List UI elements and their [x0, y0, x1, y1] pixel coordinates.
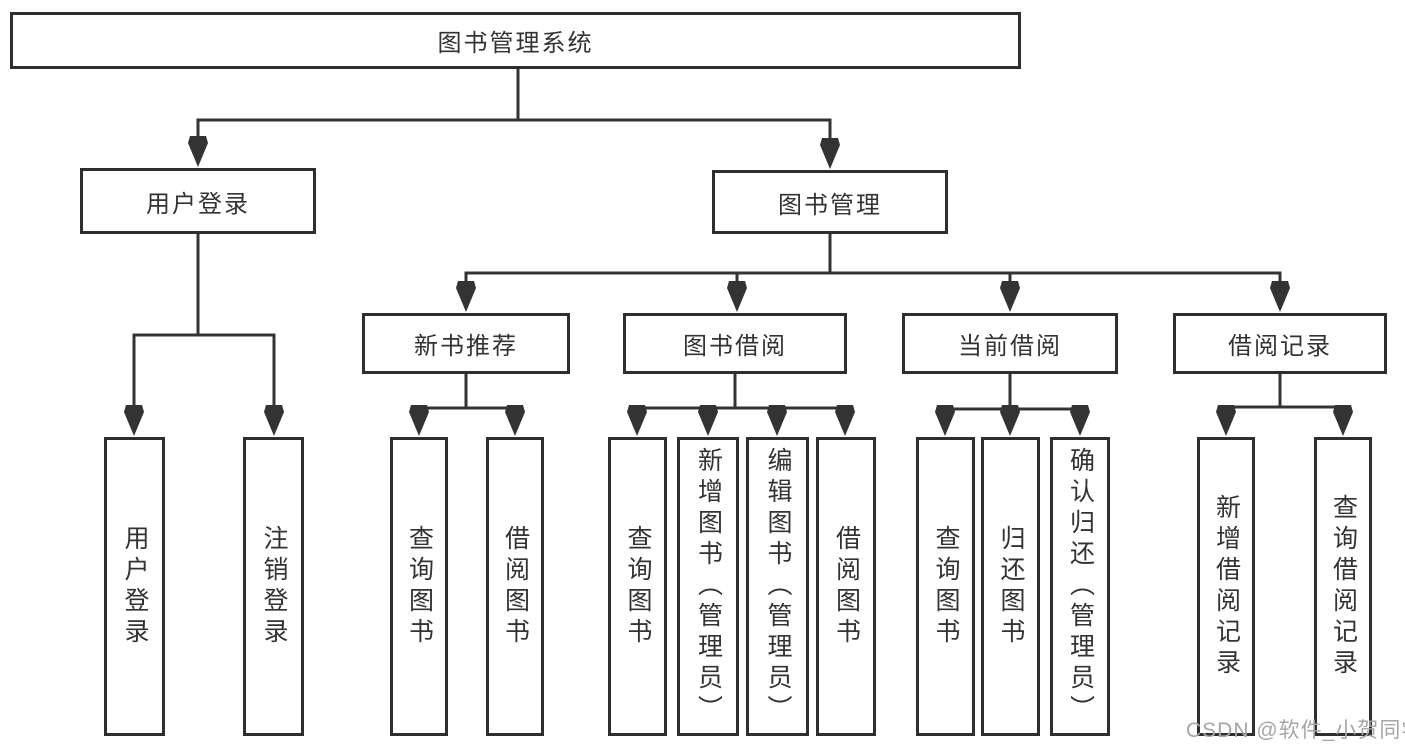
- node-library-system: 图书管理系统: [10, 12, 1021, 69]
- node-library-system-label: 图书管理系统: [437, 30, 594, 57]
- leaf-add-borrow-record: 新增借阅记录: [1197, 437, 1255, 736]
- node-current-borrowing-label: 当前借阅: [958, 333, 1062, 360]
- node-book-management: 图书管理: [712, 170, 948, 234]
- leaf-edit-books-admin: 编辑图书（管理员）: [746, 437, 809, 736]
- node-borrow-records-label: 借阅记录: [1228, 333, 1332, 360]
- leaf-logout-label: 注销登录: [260, 524, 288, 649]
- leaf-borrow-books-borrowing-label: 借阅图书: [832, 524, 861, 649]
- leaf-user-login: 用户登录: [104, 437, 165, 736]
- leaf-query-books-borrowing-label: 查询图书: [624, 524, 652, 649]
- leaf-return-books: 归还图书: [981, 437, 1040, 736]
- node-book-management-label: 图书管理: [778, 191, 882, 219]
- leaf-confirm-return-admin: 确认归还（管理员）: [1050, 437, 1110, 736]
- leaf-add-books-admin-label: 新增图书（管理员）: [694, 447, 723, 726]
- leaf-borrow-books-borrowing: 借阅图书: [816, 437, 876, 736]
- leaf-query-borrow-record: 查询借阅记录: [1314, 437, 1372, 736]
- leaf-return-books-label: 归还图书: [997, 524, 1025, 649]
- leaf-user-login-label: 用户登录: [121, 524, 149, 649]
- node-current-borrowing: 当前借阅: [902, 313, 1118, 374]
- node-book-borrowing-label: 图书借阅: [683, 333, 787, 360]
- leaf-edit-books-admin-label: 编辑图书（管理员）: [764, 447, 792, 726]
- node-borrow-records: 借阅记录: [1173, 313, 1387, 374]
- leaf-add-borrow-record-label: 新增借阅记录: [1212, 493, 1241, 680]
- node-user-login: 用户登录: [80, 168, 316, 234]
- csdn-watermark: CSDN @软件_小贺同学: [1186, 719, 1405, 742]
- leaf-borrow-books-recommend-label: 借阅图书: [501, 524, 530, 649]
- leaf-confirm-return-admin-label: 确认归还（管理员）: [1066, 447, 1095, 726]
- node-new-book-recommend: 新书推荐: [362, 313, 570, 374]
- leaf-query-borrow-record-label: 查询借阅记录: [1329, 493, 1358, 680]
- node-book-borrowing: 图书借阅: [623, 313, 847, 374]
- leaf-add-books-admin: 新增图书（管理员）: [677, 437, 739, 736]
- leaf-query-books-current-label: 查询图书: [932, 524, 960, 649]
- node-user-login-label: 用户登录: [146, 190, 250, 218]
- node-new-book-recommend-label: 新书推荐: [414, 333, 518, 360]
- leaf-query-books-borrowing: 查询图书: [608, 437, 667, 736]
- leaf-query-books-recommend-label: 查询图书: [405, 524, 434, 649]
- leaf-query-books-current: 查询图书: [916, 437, 975, 736]
- leaf-query-books-recommend: 查询图书: [390, 437, 448, 736]
- leaf-logout: 注销登录: [243, 437, 304, 736]
- leaf-borrow-books-recommend: 借阅图书: [486, 437, 544, 736]
